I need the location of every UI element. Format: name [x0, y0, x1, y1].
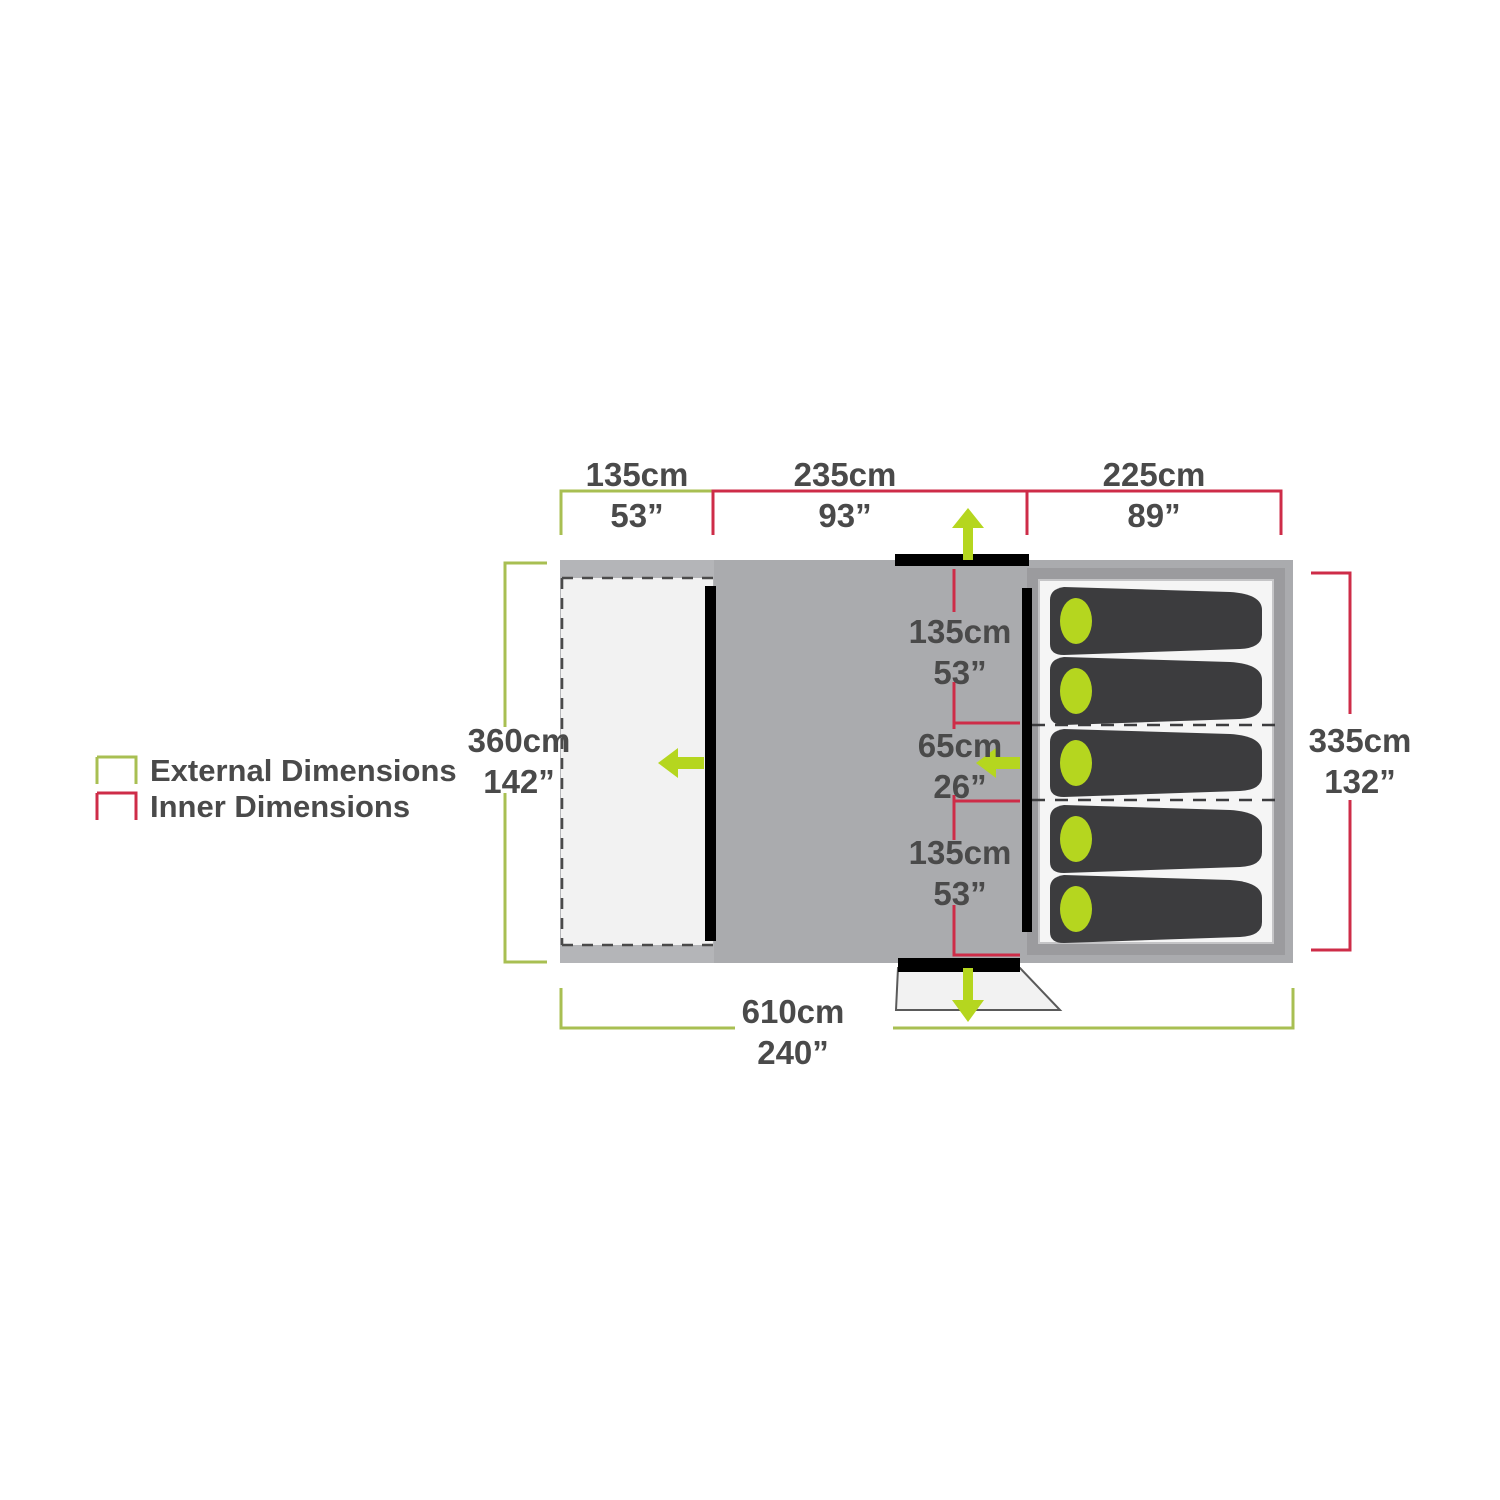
- sleeping-bag-head: [1060, 816, 1092, 862]
- sleeping-bag-head: [1060, 886, 1092, 932]
- interior-dim-2-cm: 135cm: [909, 834, 1012, 871]
- interior-bracket-2: [952, 801, 1020, 957]
- top-dim-0-in: 53”: [610, 497, 663, 534]
- door-arrows-group: [658, 508, 1020, 1022]
- top-door-bar[interactable]: [895, 554, 1029, 566]
- top-bracket-inner-1: [711, 489, 1027, 535]
- legend: External Dimensions Inner Dimensions: [95, 753, 457, 824]
- bottom-door-arrow: [952, 968, 984, 1022]
- sleeping-bag-head: [1060, 668, 1092, 714]
- sleeping-bag-head: [1060, 598, 1092, 644]
- left-door-arrow: [658, 748, 704, 778]
- left-door-bar[interactable]: [705, 586, 716, 941]
- legend-item-external-label: External Dimensions: [150, 753, 457, 788]
- interior-dim-0-cm: 135cm: [909, 613, 1012, 650]
- inner-tent-door-bar[interactable]: [1022, 588, 1032, 932]
- left-bracket-external: [503, 561, 547, 964]
- left-dimension-bracket: 360cm 142”: [468, 561, 571, 964]
- interior-dim-0-in: 53”: [933, 654, 986, 691]
- bottom-dim-in: 240”: [757, 1034, 829, 1071]
- right-bracket-inner: [1311, 571, 1352, 952]
- bottom-dimension-bracket: 610cm 240”: [559, 988, 1295, 1071]
- sleeping-bag: [1050, 657, 1262, 725]
- sleeping-bag: [1050, 805, 1262, 873]
- bottom-dim-cm: 610cm: [742, 993, 845, 1030]
- sleeping-bag-head: [1060, 740, 1092, 786]
- interior-dim-1-cm: 65cm: [918, 727, 1002, 764]
- sleeping-bag: [1050, 729, 1262, 797]
- top-dim-2-in: 89”: [1127, 497, 1180, 534]
- top-dimension-brackets: [559, 489, 1283, 535]
- interior-dim-2-in: 53”: [933, 875, 986, 912]
- bottom-awning-bar: [898, 963, 1020, 972]
- legend-external-bracket-icon: [95, 755, 138, 784]
- left-dim-in: 142”: [483, 763, 555, 800]
- legend-inner-bracket-icon: [95, 791, 138, 820]
- top-dim-1-in: 93”: [818, 497, 871, 534]
- interior-dimension-brackets: 135cm 53” 65cm 26” 135cm 53”: [909, 569, 1020, 957]
- inner-door-arrow: [976, 748, 1020, 778]
- porch-dashed-outline: [560, 576, 713, 947]
- interior-dim-1-in: 26”: [933, 768, 986, 805]
- right-dimension-bracket: 335cm 132”: [1309, 571, 1412, 952]
- top-dim-0-cm: 135cm: [586, 456, 689, 493]
- sleeping-bags-group: [1050, 587, 1262, 943]
- legend-item-inner-label: Inner Dimensions: [150, 789, 410, 824]
- sleeping-bag: [1050, 587, 1262, 655]
- right-dim-cm: 335cm: [1309, 722, 1412, 759]
- right-dim-in: 132”: [1324, 763, 1396, 800]
- tent-body-group: [560, 554, 1293, 1011]
- top-dim-2-cm: 225cm: [1103, 456, 1206, 493]
- top-dimension-labels: 135cm 53” 235cm 93” 225cm 89”: [586, 456, 1206, 534]
- left-dim-cm: 360cm: [468, 722, 571, 759]
- top-bracket-inner-2: [1025, 489, 1283, 535]
- top-bracket-external: [559, 489, 713, 535]
- bottom-bracket-external: [559, 988, 1295, 1030]
- sleeping-bag: [1050, 875, 1262, 943]
- top-door-arrow: [952, 508, 984, 560]
- top-dim-1-cm: 235cm: [794, 456, 897, 493]
